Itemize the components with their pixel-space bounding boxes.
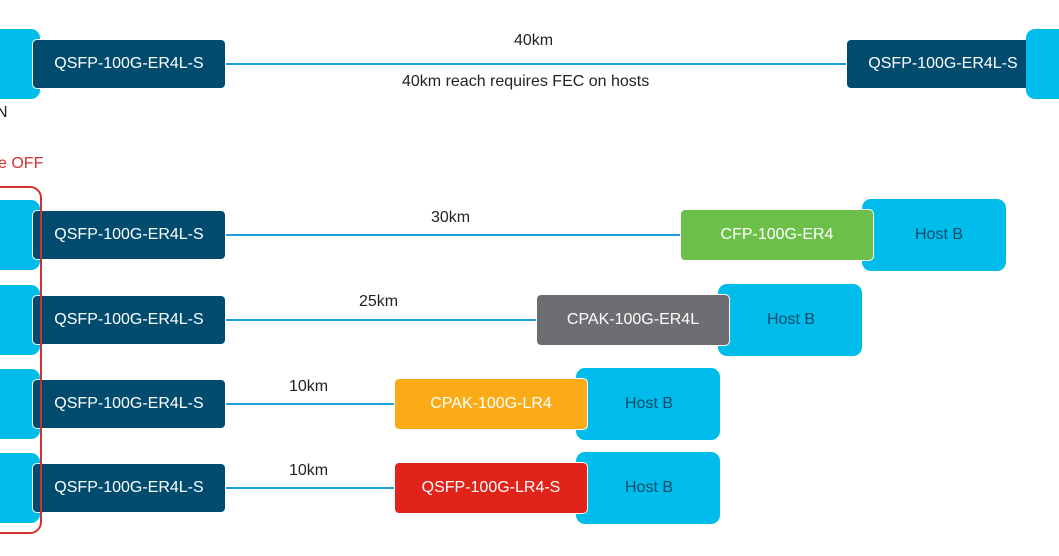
- distance-label: 25km: [359, 293, 399, 310]
- fec-off-label-fragment: e OFF: [0, 155, 44, 172]
- host-b-block: Host B: [862, 199, 1006, 271]
- fiber-link: [226, 319, 536, 321]
- fiber-link: [226, 487, 394, 489]
- host-b-block: [1026, 29, 1059, 99]
- right-module-cfp-er4: CFP-100G-ER4: [680, 209, 874, 261]
- right-module-cpak-er4l: CPAK-100G-ER4L: [536, 294, 730, 346]
- host-b-block: Host B: [576, 368, 720, 440]
- fec-note: 40km reach requires FEC on hosts: [402, 73, 650, 90]
- left-module-er4l: QSFP-100G-ER4L-S: [32, 210, 226, 260]
- fiber-link: [226, 403, 394, 405]
- right-module-cpak-lr4: CPAK-100G-LR4: [394, 378, 588, 430]
- fiber-link: [226, 63, 846, 65]
- left-module-er4l: QSFP-100G-ER4L-S: [32, 39, 226, 89]
- fec-on-label-fragment: N: [0, 104, 8, 121]
- fec-off-highlight-box: [0, 186, 42, 534]
- left-module-er4l: QSFP-100G-ER4L-S: [32, 463, 226, 513]
- distance-label: 40km: [514, 32, 554, 49]
- distance-label: 30km: [431, 209, 471, 226]
- right-module-qsfp-lr4: QSFP-100G-LR4-S: [394, 462, 588, 514]
- right-module-er4l: QSFP-100G-ER4L-S: [846, 39, 1040, 89]
- host-b-block: Host B: [576, 452, 720, 524]
- fiber-link: [226, 234, 680, 236]
- left-module-er4l: QSFP-100G-ER4L-S: [32, 295, 226, 345]
- left-module-er4l: QSFP-100G-ER4L-S: [32, 379, 226, 429]
- distance-label: 10km: [289, 378, 329, 395]
- host-b-block: Host B: [718, 284, 862, 356]
- distance-label: 10km: [289, 462, 329, 479]
